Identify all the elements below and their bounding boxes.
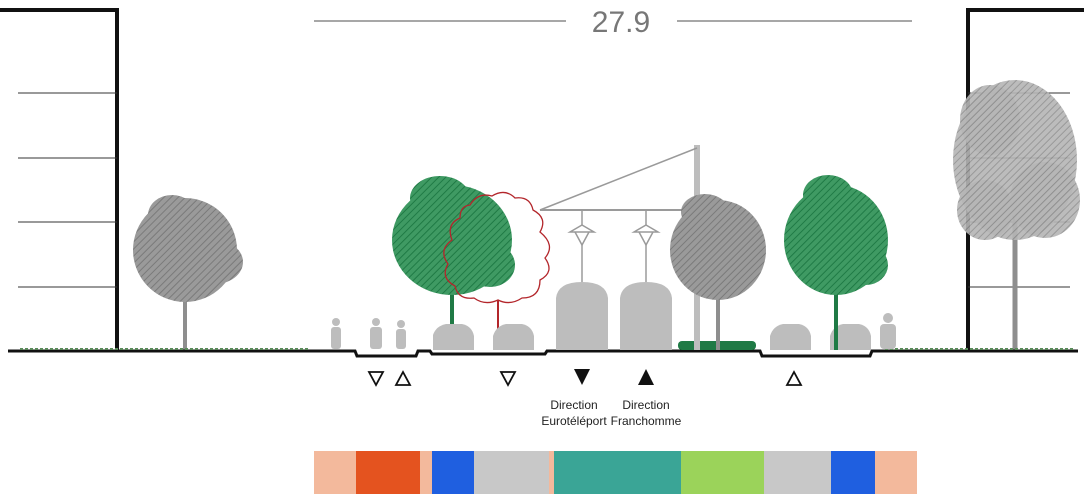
direction-down-filled-icon <box>574 369 590 385</box>
tram-2 <box>620 224 672 350</box>
large-grey-tree-right <box>953 80 1080 350</box>
dimension-line: 27.9 <box>314 6 912 39</box>
direction-1-line1: Direction <box>550 398 597 412</box>
green-tree-2 <box>784 175 888 350</box>
car-3 <box>770 324 811 350</box>
car-2 <box>493 324 534 350</box>
direction-2-line1: Direction <box>622 398 669 412</box>
left-building <box>0 8 119 350</box>
pedestrians-left <box>331 318 406 349</box>
lane-markers <box>367 370 803 387</box>
direction-1-line2: Eurotéléport <box>541 414 607 428</box>
grey-tree-center <box>670 194 766 350</box>
ground-profile <box>8 341 1078 358</box>
color-bar-segment <box>432 451 474 494</box>
zone-color-bar <box>314 451 917 494</box>
color-bar-segment <box>549 451 554 494</box>
tram-direction-1: Direction Eurotéléport <box>541 369 607 428</box>
lane-marker-up-icon <box>785 370 803 386</box>
color-bar-segment <box>681 451 764 494</box>
color-bar-segment <box>875 451 917 494</box>
direction-2-line2: Franchomme <box>611 414 682 428</box>
car-1 <box>433 324 474 350</box>
color-bar-segment <box>314 451 356 494</box>
car-4 <box>830 324 871 350</box>
color-bar-segment <box>356 451 420 494</box>
lane-marker-down-icon <box>367 371 385 387</box>
grey-tree-left <box>133 195 243 350</box>
color-bar-segment <box>831 451 875 494</box>
lane-marker-down-icon <box>499 371 517 387</box>
green-tree-1 <box>392 176 515 350</box>
tram-1 <box>556 224 608 350</box>
color-bar-segment <box>554 451 681 494</box>
pedestrian-right <box>880 313 896 349</box>
color-bar-segment <box>420 451 432 494</box>
tram-direction-2: Direction Franchomme <box>611 369 682 428</box>
direction-up-filled-icon <box>638 369 654 385</box>
lane-marker-up-icon <box>394 370 412 386</box>
total-width-label: 27.9 <box>592 6 650 39</box>
color-bar-segment <box>764 451 831 494</box>
color-bar-segment <box>474 451 549 494</box>
